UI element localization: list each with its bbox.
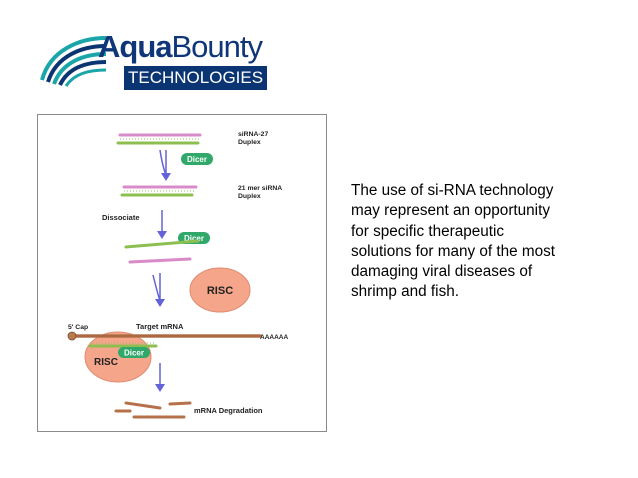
degradation-label: mRNA Degradation [194, 406, 263, 415]
sirna21-label-1: 21 mer siRNA [238, 185, 282, 192]
cap-label: 5' Cap [68, 324, 88, 331]
arrow-icon [152, 273, 165, 307]
logo-wordmark: AquaBounty [98, 29, 264, 64]
guide-strand [124, 239, 200, 249]
risc-label-2: RISC [94, 357, 118, 368]
sirna-pathway-diagram: siRNA-27 Duplex Dicer 21 mer siRNA Duple… [37, 114, 327, 432]
dicer-label-1: Dicer [187, 155, 207, 164]
dicer-label-3: Dicer [124, 349, 144, 358]
target-mrna-label: Target mRNA [136, 322, 184, 331]
description-line: The use of si-RNA technology [351, 182, 554, 199]
passenger-strand [128, 257, 192, 264]
sirna27-label-2: Duplex [238, 139, 261, 146]
dicer-label-2: Dicer [184, 234, 204, 243]
risc-label-1: RISC [207, 285, 233, 297]
cap-icon [67, 331, 77, 341]
dicer-badge-1: Dicer [181, 153, 213, 165]
sirna21-label-2: Duplex [238, 193, 261, 200]
logo-subtitle: TECHNOLOGIES [124, 66, 268, 90]
sirna21-duplex [120, 185, 198, 197]
mrna-fragments [114, 401, 192, 419]
arrow-icon [159, 149, 171, 181]
arrow-icon [157, 210, 167, 239]
description-line: solutions for many of the most [351, 242, 556, 260]
arrow-icon [155, 363, 165, 392]
logo-word-bounty: Bounty [171, 29, 264, 64]
company-logo: AquaBounty TECHNOLOGIES [36, 28, 268, 92]
description-line: shrimp and fish. [351, 283, 459, 301]
description-line: for specific therapeutic [351, 222, 505, 240]
description-text: The use of si-RNA technology may represe… [351, 181, 591, 303]
dicer-badge-3: Dicer [118, 347, 150, 358]
polya-label: AAAAAA [260, 334, 288, 341]
dissociate-label: Dissociate [102, 213, 140, 222]
sirna27-label-1: siRNA-27 [238, 131, 268, 138]
sirna27-duplex [116, 133, 202, 145]
logo-swoosh-icon [40, 36, 106, 87]
description-line: may represent an opportunity [351, 202, 550, 220]
target-mrna [67, 331, 262, 341]
risc-complex-1: RISC [189, 267, 251, 313]
description-line: damaging viral diseases of [351, 263, 533, 281]
logo-word-aqua: Aqua [98, 29, 172, 64]
